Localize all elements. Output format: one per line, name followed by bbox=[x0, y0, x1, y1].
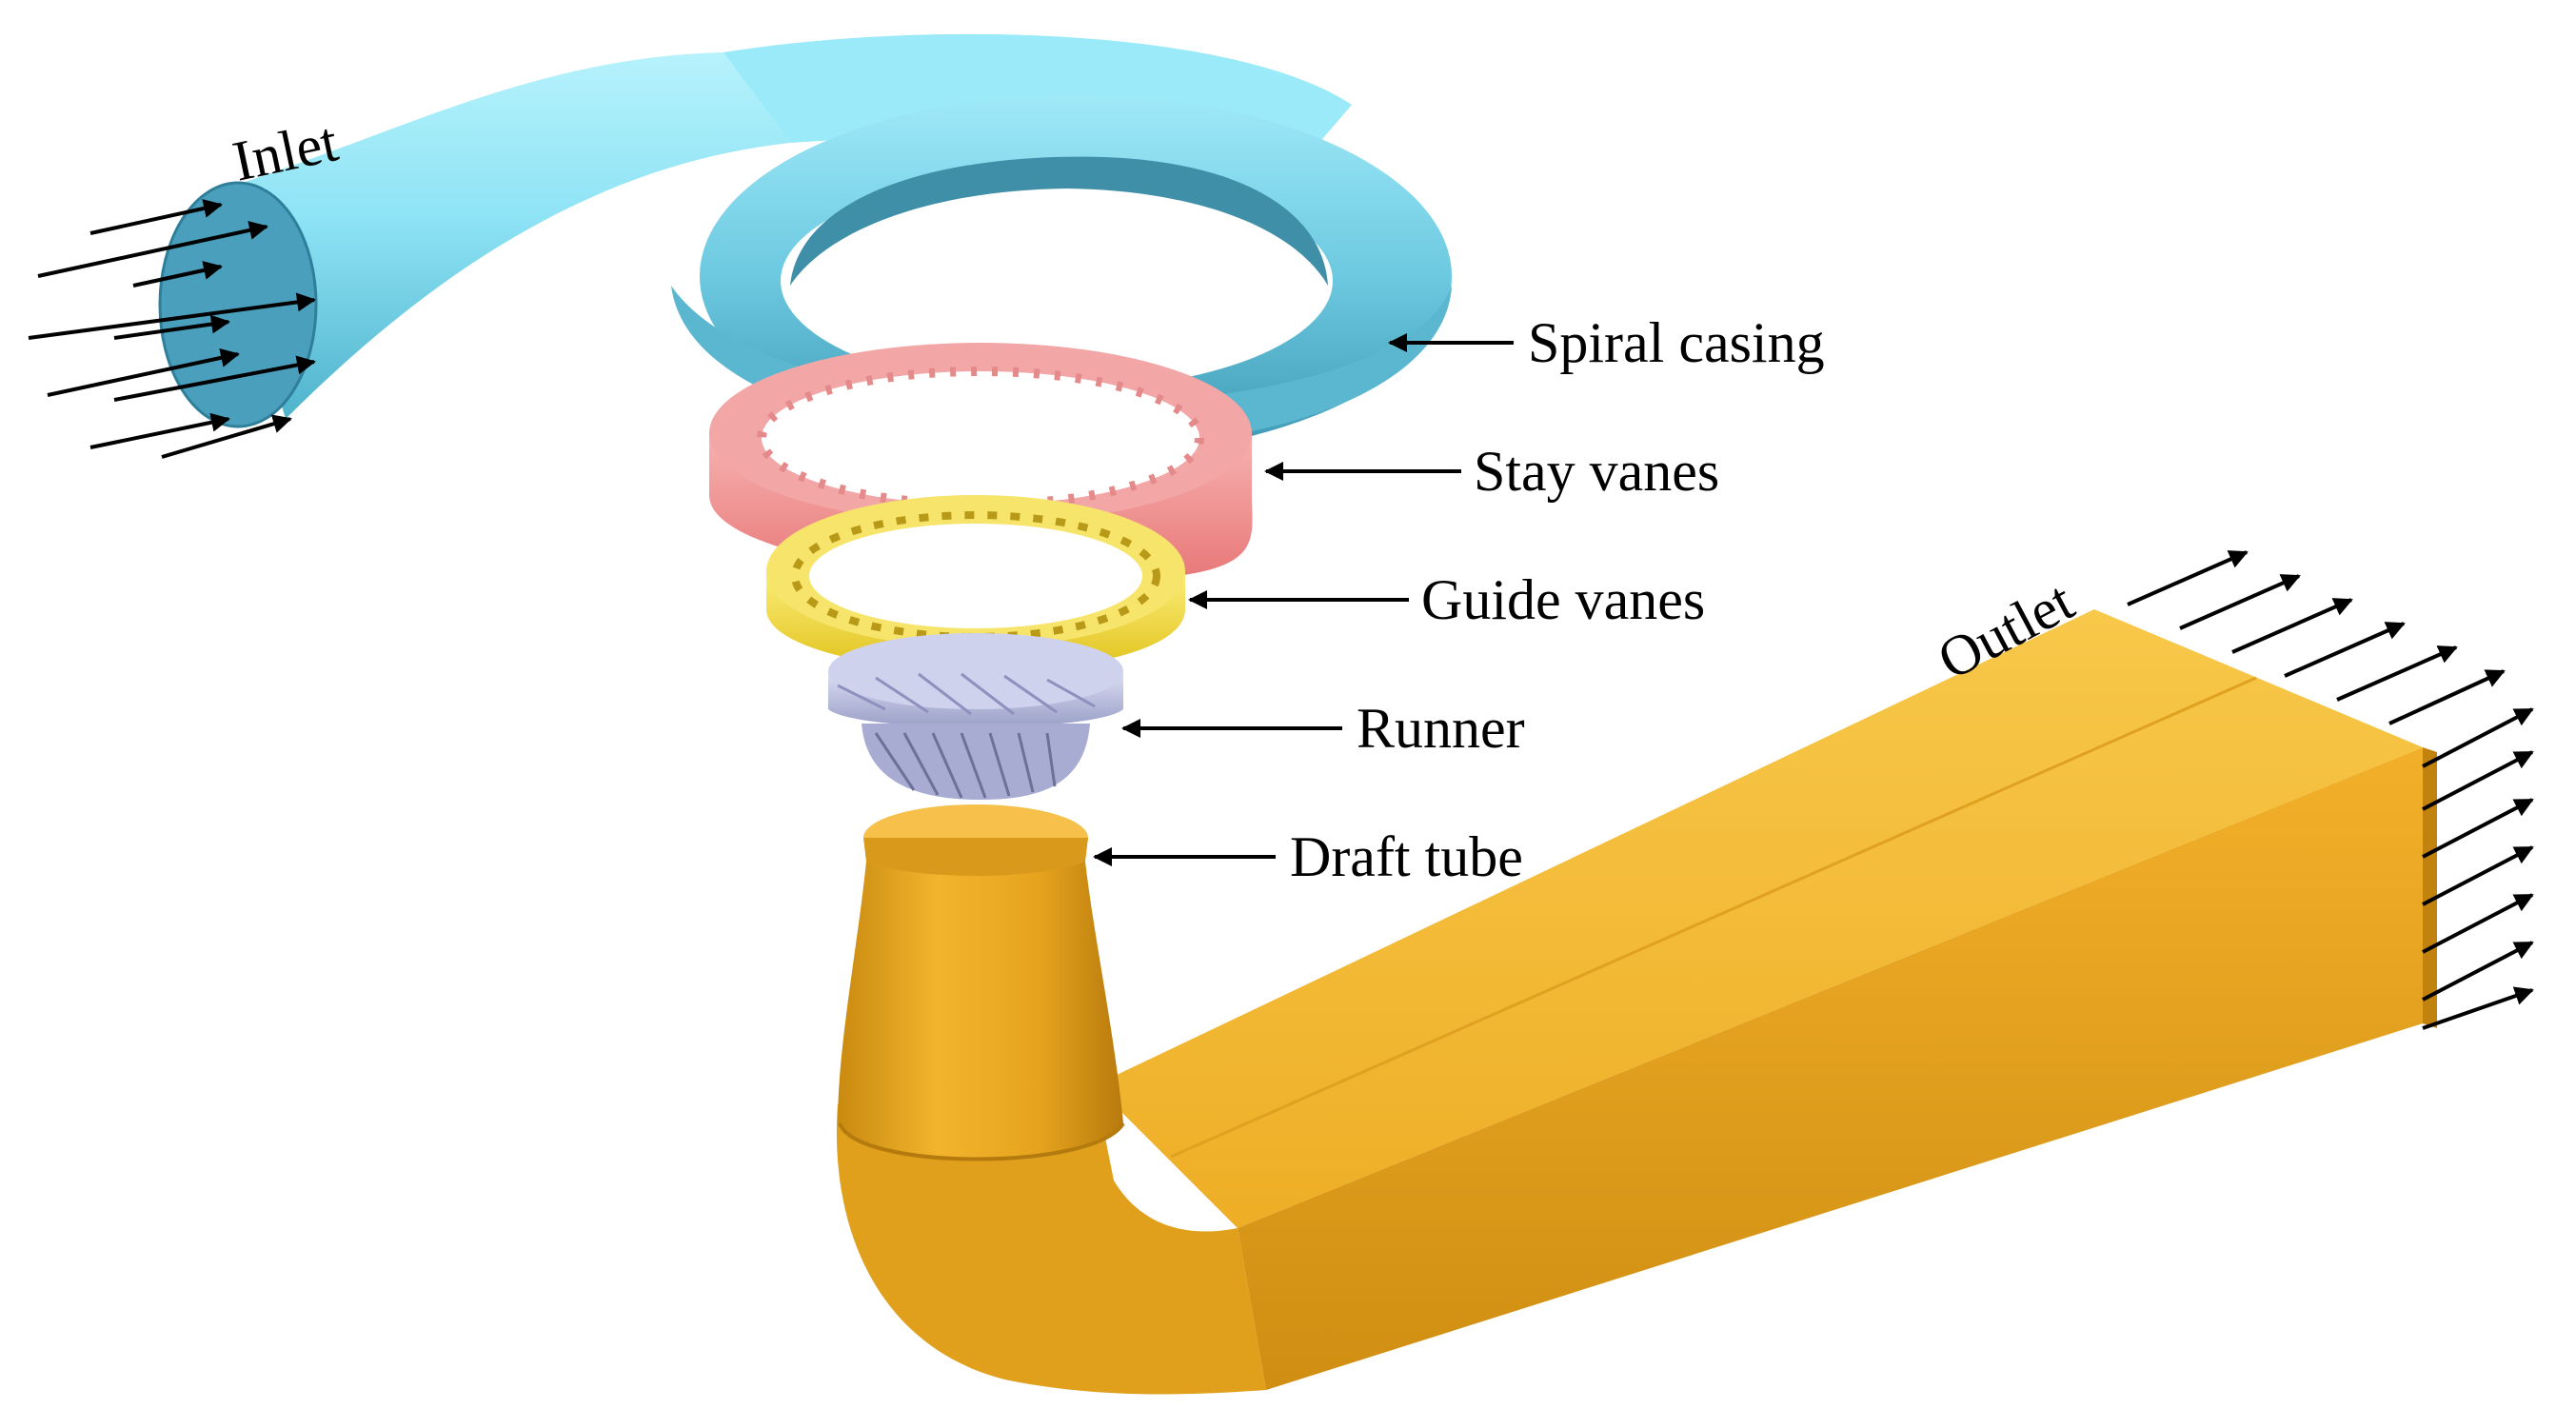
spiral-ring-hole bbox=[781, 171, 1333, 390]
leader-arrows bbox=[1093, 333, 1514, 866]
inlet-pipe bbox=[219, 52, 790, 419]
outlet-flow-arrows bbox=[2127, 550, 2534, 1030]
runner-label: Runner bbox=[1357, 697, 1525, 760]
draft-tube-duct-top bbox=[1095, 609, 2423, 1228]
draft-tube-duct-side bbox=[1238, 747, 2423, 1390]
spiral-casing-label: Spiral casing bbox=[1528, 311, 1825, 374]
stay-vanes-label: Stay vanes bbox=[1474, 440, 1719, 503]
draft-tube-label: Draft tube bbox=[1290, 825, 1523, 888]
draft-tube-cone bbox=[838, 862, 1123, 1160]
guide-vanes-label: Guide vanes bbox=[1421, 568, 1705, 631]
inlet-flow-arrows bbox=[28, 199, 316, 459]
inlet-opening bbox=[160, 183, 316, 427]
draft-tube bbox=[836, 609, 2437, 1395]
draft-tube-elbow bbox=[836, 1085, 1266, 1395]
runner bbox=[828, 633, 1123, 800]
